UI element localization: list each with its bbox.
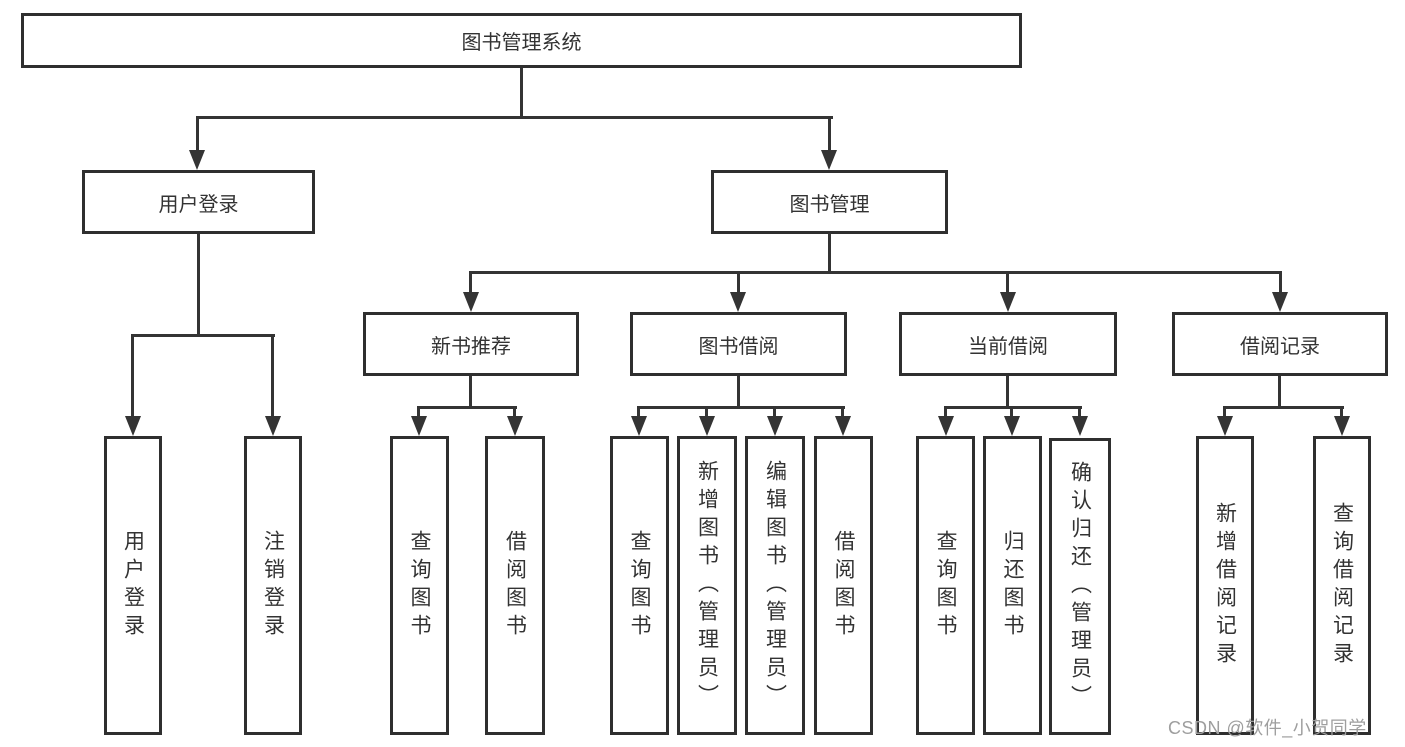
csdn-watermark: CSDN @软件_小贺同学 xyxy=(1168,718,1367,738)
connector-root-stem xyxy=(520,68,523,118)
connector-user-login-drop xyxy=(196,116,199,152)
node-current-borrowing: 当前借阅 xyxy=(899,312,1117,376)
node-leaf-query-books-borrowing: 查询图书 xyxy=(610,436,669,735)
node-label: 归还图书 xyxy=(1001,529,1024,642)
node-label: 图书借阅 xyxy=(698,335,779,358)
node-leaf-confirm-return-admin: 确认归还（管理员） xyxy=(1049,438,1111,735)
connector-current-borrow-bus xyxy=(944,406,1082,409)
node-root-library-system: 图书管理系统 xyxy=(21,13,1022,68)
node-label: 用户登录 xyxy=(158,193,239,216)
node-leaf-return-books: 归还图书 xyxy=(983,436,1042,735)
connector-user-login-stem xyxy=(197,234,200,336)
arrowhead-icon xyxy=(699,416,715,436)
arrowhead-icon xyxy=(125,416,141,436)
connector-leaf-drop xyxy=(841,406,844,418)
node-label: 查询图书 xyxy=(408,529,431,642)
node-leaf-edit-books-admin: 编辑图书（管理员） xyxy=(745,436,805,735)
connector-leaf-drop xyxy=(1010,406,1013,418)
connector-leaf-drop xyxy=(131,334,134,416)
arrowhead-icon xyxy=(411,416,427,436)
arrowhead-icon xyxy=(1004,416,1020,436)
connector-leaf-drop xyxy=(1340,406,1343,418)
connector-book-mgmt-drop xyxy=(828,116,831,152)
arrowhead-icon xyxy=(1334,416,1350,436)
connector-book-borrow-stem xyxy=(737,376,740,408)
node-label: 确认归还（管理员） xyxy=(1068,460,1092,713)
node-leaf-query-books-current: 查询图书 xyxy=(916,436,975,735)
connector-leaf-drop xyxy=(773,406,776,418)
connector-new-books-bus xyxy=(417,406,517,409)
connector-leaf-drop xyxy=(513,406,516,418)
node-label: 借阅图书 xyxy=(832,529,855,642)
connector-leaf-drop xyxy=(417,406,420,418)
node-label: 用户登录 xyxy=(121,529,145,642)
node-label: 借阅记录 xyxy=(1240,335,1320,358)
connector-leaf-drop xyxy=(637,406,640,418)
node-new-book-recommend: 新书推荐 xyxy=(363,312,579,376)
arrowhead-icon xyxy=(1272,292,1288,312)
node-user-login: 用户登录 xyxy=(82,170,315,234)
node-leaf-query-books-recommend: 查询图书 xyxy=(390,436,449,735)
connector-book-mgmt-stem xyxy=(828,233,831,273)
node-label: 新书推荐 xyxy=(431,335,511,358)
connector-leaf-drop xyxy=(1223,406,1226,418)
connector-book-borrow-bus xyxy=(637,406,845,409)
node-label: 新增图书（管理员） xyxy=(695,459,719,712)
connector-leaf-drop xyxy=(271,334,274,416)
arrowhead-icon xyxy=(1072,416,1088,436)
arrowhead-icon xyxy=(1217,416,1233,436)
connector-borrow-records-stem xyxy=(1278,376,1281,408)
arrowhead-icon xyxy=(767,416,783,436)
node-book-management: 图书管理 xyxy=(711,170,948,234)
arrowhead-icon xyxy=(1000,292,1016,312)
node-label: 借阅图书 xyxy=(503,529,527,642)
arrowhead-icon xyxy=(507,416,523,436)
connector-level2-bus xyxy=(197,116,833,119)
connector-level3-bus xyxy=(469,271,1282,274)
connector-new-books-drop xyxy=(469,271,472,294)
connector-book-borrow-drop xyxy=(737,271,740,294)
node-leaf-borrow-books-recommend: 借阅图书 xyxy=(485,436,545,735)
node-label: 编辑图书（管理员） xyxy=(763,459,787,712)
connector-leaf-drop xyxy=(705,406,708,418)
connector-current-borrow-drop xyxy=(1006,271,1009,294)
node-label: 注销登录 xyxy=(261,529,285,642)
node-leaf-add-books-admin: 新增图书（管理员） xyxy=(677,436,737,735)
arrowhead-icon xyxy=(730,292,746,312)
connector-leaf-drop xyxy=(1078,406,1081,418)
node-borrowing-records: 借阅记录 xyxy=(1172,312,1388,376)
arrowhead-icon xyxy=(938,416,954,436)
arrowhead-icon xyxy=(265,416,281,436)
node-leaf-add-borrow-record: 新增借阅记录 xyxy=(1196,436,1254,735)
node-label: 新增借阅记录 xyxy=(1213,501,1237,670)
node-book-borrowing: 图书借阅 xyxy=(630,312,847,376)
connector-current-borrow-stem xyxy=(1006,376,1009,408)
node-label: 查询图书 xyxy=(934,529,957,642)
node-label: 当前借阅 xyxy=(968,335,1048,358)
connector-borrow-records-bus xyxy=(1223,406,1344,409)
arrowhead-icon xyxy=(835,416,851,436)
node-leaf-query-borrow-record: 查询借阅记录 xyxy=(1313,436,1371,735)
connector-borrow-records-drop xyxy=(1279,271,1282,294)
node-leaf-user-login: 用户登录 xyxy=(104,436,162,735)
node-label: 查询借阅记录 xyxy=(1330,501,1354,670)
node-label: 查询图书 xyxy=(628,529,651,642)
connector-user-login-bus xyxy=(131,334,275,337)
arrowhead-icon xyxy=(821,150,837,170)
node-label: 图书管理系统 xyxy=(461,32,582,54)
connector-leaf-drop xyxy=(944,406,947,418)
node-leaf-borrow-books: 借阅图书 xyxy=(814,436,873,735)
connector-new-books-stem xyxy=(469,376,472,408)
arrowhead-icon xyxy=(631,416,647,436)
node-leaf-logout: 注销登录 xyxy=(244,436,302,735)
arrowhead-icon xyxy=(189,150,205,170)
node-label: 图书管理 xyxy=(789,193,870,216)
arrowhead-icon xyxy=(463,292,479,312)
